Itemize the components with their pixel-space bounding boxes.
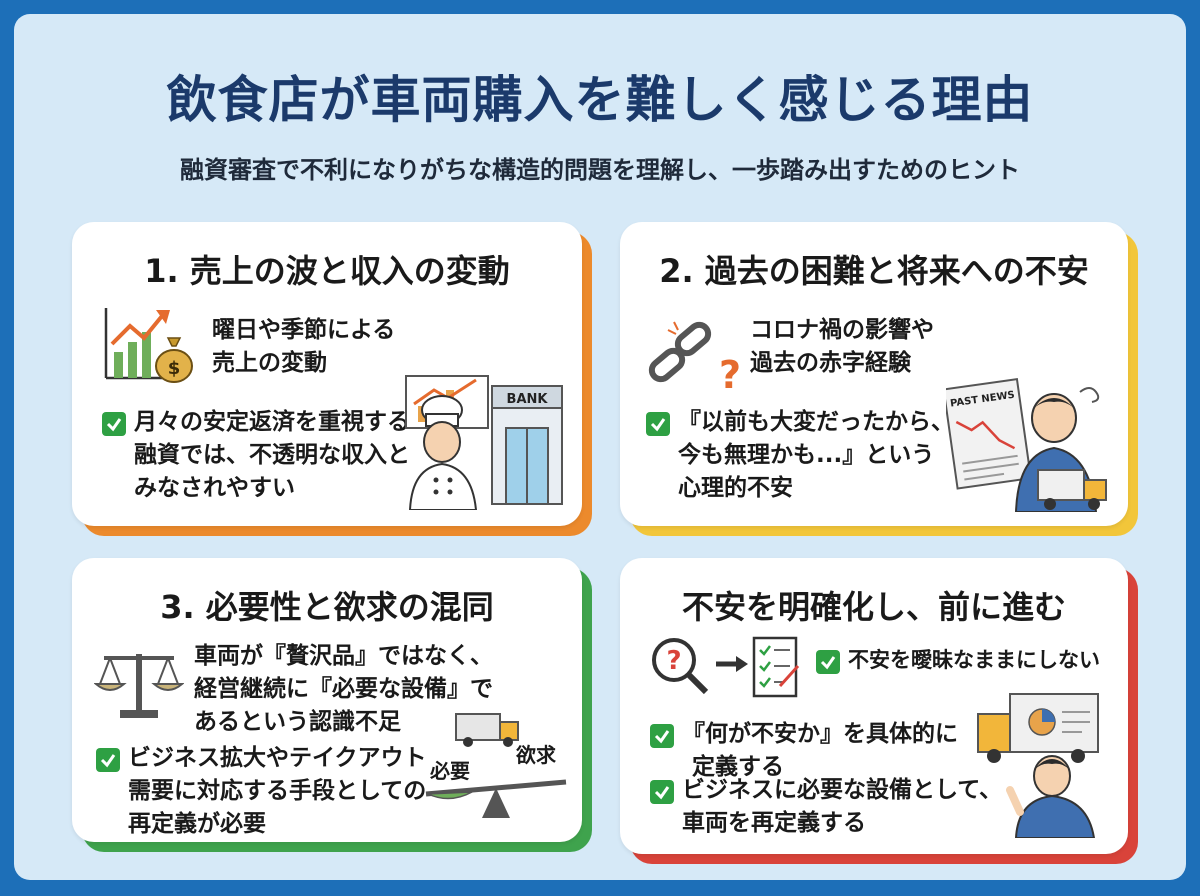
card-title: 2. 過去の困難と将来への不安 <box>659 252 1089 290</box>
card-title: 不安を明確化し、前に進む <box>681 588 1066 626</box>
check-line: みなされやすい <box>134 475 295 501</box>
check-line: 需要に対応する手段としての <box>128 778 427 804</box>
point-line: 曜日や季節による <box>212 317 396 343</box>
check-line: 不安を曖昧なままにしない <box>848 648 1100 672</box>
magnifier-checklist-icon: ? <box>652 636 800 698</box>
broken-chain-icon: ? <box>648 321 741 394</box>
point-line: 車両が『贅沢品』ではなく、 <box>194 643 493 669</box>
check-icon <box>650 724 674 748</box>
card-title: 1. 売上の波と収入の変動 <box>144 252 510 290</box>
check-icon <box>816 650 840 674</box>
check-line: 融資では、不透明な収入と <box>134 442 410 468</box>
svg-text:?: ? <box>719 353 741 394</box>
point-line: 過去の赤字経験 <box>750 350 911 376</box>
page-subtitle: 融資審査で不利になりがちな構造的問題を理解し、一歩踏み出すためのヒント <box>180 156 1020 184</box>
truck-man-illustration <box>977 693 1099 838</box>
want-label: 欲求 <box>515 743 557 767</box>
check-line: 車両を再定義する <box>682 810 866 836</box>
check-line: 月々の安定返済を重視する <box>134 409 410 435</box>
point-text: コロナ禍の影響や 過去の赤字経験 <box>750 314 934 380</box>
check-line: ビジネス拡大やテイクアウト <box>128 745 427 771</box>
svg-text:?: ? <box>666 646 681 676</box>
check-line: 『以前も大変だったから、 <box>678 409 954 435</box>
card-body: 3. 必要性と欲求の混同 車両が『贅沢品』ではなく、 経営継続に『必要な設備』で… <box>72 558 582 842</box>
card-title: 3. 必要性と欲求の混同 <box>160 588 494 626</box>
check-line: 心理的不安 <box>678 475 793 501</box>
card-body: 不安を明確化し、前に進む ? 不安を曖昧なままにしない 『何が不安か』を <box>620 558 1128 854</box>
bank-label: BANK <box>507 392 549 407</box>
chef-bank-illustration: BANK <box>405 375 563 510</box>
check-icon <box>650 780 674 804</box>
page-title: 飲食店が車両購入を難しく感じる理由 <box>166 71 1034 129</box>
check-text: 『何が不安か』を具体的に 定義する <box>682 718 958 784</box>
point-line: コロナ禍の影響や <box>750 317 934 343</box>
check-text: ビジネスに必要な設備として、 車両を再定義する <box>682 774 1002 840</box>
check-text: ビジネス拡大やテイクアウト 需要に対応する手段としての 再定義が必要 <box>128 742 427 841</box>
check-icon <box>96 748 120 772</box>
card-body: 2. 過去の困難と将来への不安 ? コロナ禍の影響や 過去の赤字経験 『以前も大… <box>620 222 1128 526</box>
point-line: 経営継続に『必要な設備』で <box>194 676 493 702</box>
check-line: ビジネスに必要な設備として、 <box>682 777 1003 803</box>
check-line: 定義する <box>692 754 784 780</box>
money-bag-icon: $ <box>155 337 193 383</box>
svg-text:$: $ <box>168 358 181 379</box>
check-text: 『以前も大変だったから、 今も無理かも...』という 心理的不安 <box>678 406 954 505</box>
check-icon <box>646 412 670 436</box>
need-label: 必要 <box>429 759 470 783</box>
check-icon <box>102 412 126 436</box>
point-text: 曜日や季節による 売上の変動 <box>212 314 395 380</box>
point-text: 車両が『贅沢品』ではなく、 経営継続に『必要な設備』で あるという認識不足 <box>194 640 493 739</box>
card-body: 1. 売上の波と収入の変動 $ 曜日や季節による 売上の変動 月々の安定返済を重… <box>72 222 582 526</box>
check-text: 月々の安定返済を重視する 融資では、不透明な収入と みなされやすい <box>134 406 410 505</box>
check-line: 再定義が必要 <box>128 811 266 837</box>
point-line: あるという認識不足 <box>194 709 401 735</box>
check-line: 今も無理かも...』という <box>678 442 935 468</box>
point-line: 売上の変動 <box>212 350 327 376</box>
worried-man-news-illustration: PAST NEWS <box>946 378 1107 512</box>
check-text: 不安を曖昧なままにしない <box>848 644 1100 677</box>
check-line: 『何が不安か』を具体的に <box>682 721 958 747</box>
need-want-seesaw-illustration: 欲求 必要 <box>425 713 567 818</box>
balance-scale-icon <box>94 654 184 718</box>
